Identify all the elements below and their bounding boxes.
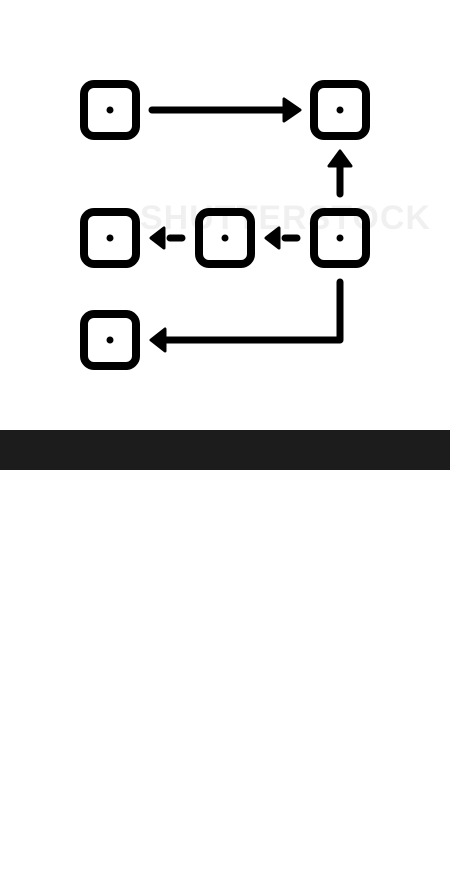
arrow-up-icon xyxy=(327,149,353,198)
process-flow-icon xyxy=(80,80,370,370)
arrow-elbow-left-icon xyxy=(149,278,344,353)
node-top-left xyxy=(80,80,140,140)
icon-canvas: SHUTTERSTOCK xyxy=(0,80,450,893)
image-id-label: IMAGE ID: 471756813 xyxy=(297,872,438,888)
node-mid-center xyxy=(195,208,255,268)
brand-logo: shutterstock® xyxy=(14,874,133,894)
node-mid-right xyxy=(310,208,370,268)
arrow-left-icon xyxy=(149,226,186,250)
watermark-band: shutterstock® IMAGE ID: 471756813 xyxy=(0,430,450,893)
node-top-right xyxy=(310,80,370,140)
arrow-left-icon xyxy=(264,226,301,250)
arrow-right-icon xyxy=(148,97,302,123)
node-mid-left xyxy=(80,208,140,268)
node-bottom-left xyxy=(80,310,140,370)
